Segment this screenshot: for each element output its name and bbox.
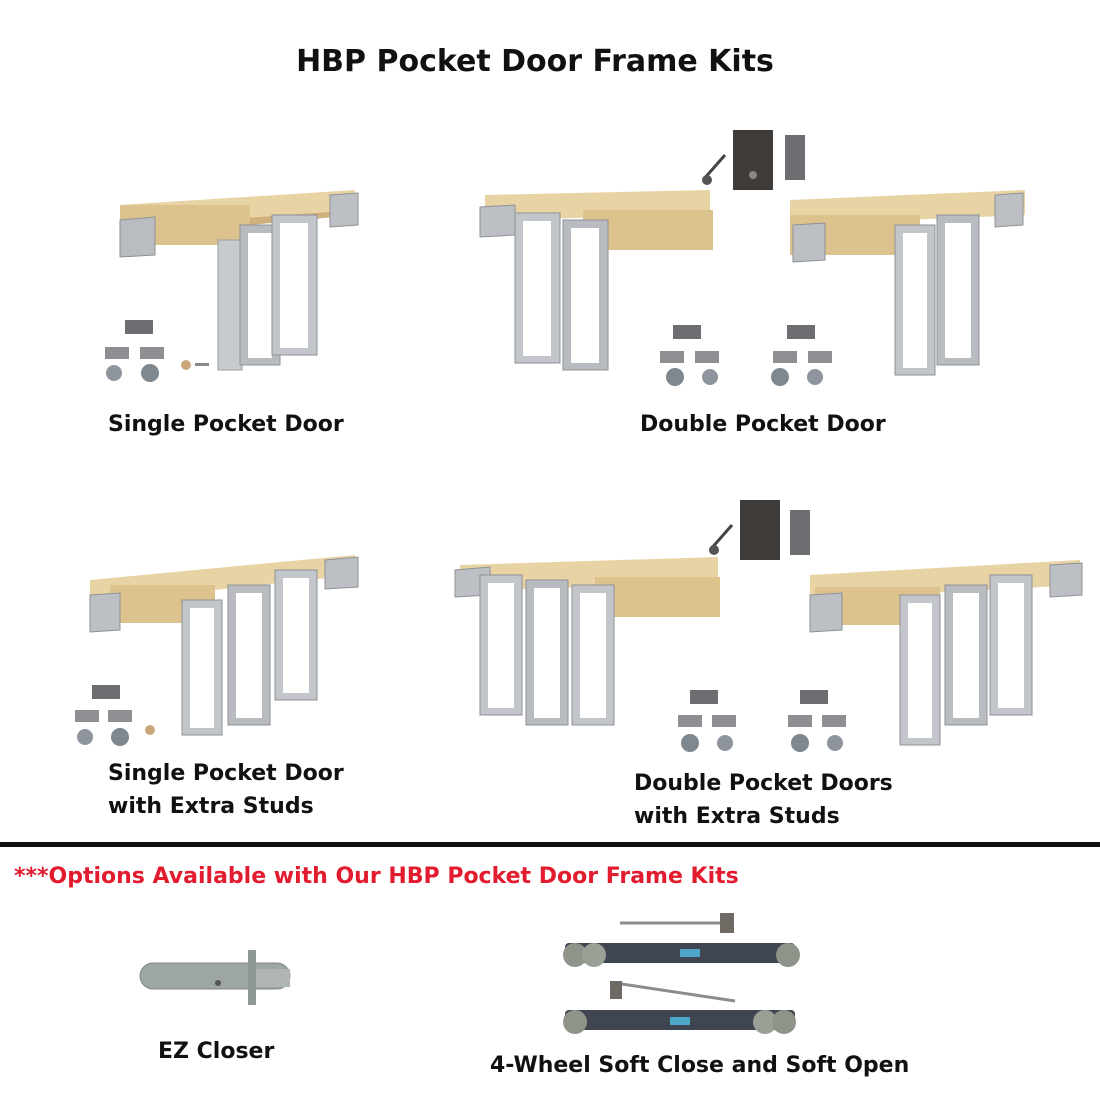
kit-caption-double: Double Pocket Door — [640, 412, 886, 437]
option-caption-soft-close: 4-Wheel Soft Close and Soft Open — [490, 1053, 910, 1078]
hardware-pack — [75, 685, 155, 746]
ez-closer-icon — [139, 950, 291, 1005]
left-frame — [454, 557, 720, 726]
soft-close-upper — [563, 913, 800, 967]
frame-assembly — [119, 190, 359, 371]
right-frame — [809, 560, 1083, 746]
center-hardware — [701, 130, 805, 190]
right-frame — [790, 190, 1025, 376]
kit-caption-double-extra: Double Pocket Doors with Extra Studs — [634, 771, 893, 829]
page-title: HBP Pocket Door Frame Kits — [296, 44, 774, 79]
single-pocket-door-image — [105, 190, 359, 382]
kit-caption-single-extra: Single Pocket Door with Extra Studs — [108, 761, 344, 819]
option-caption-ez-closer: EZ Closer — [158, 1039, 275, 1064]
hardware-pack-right — [771, 325, 832, 386]
double-pocket-door-image — [479, 130, 1025, 386]
ez-closer-image — [139, 950, 291, 1005]
hardware-pack — [105, 320, 209, 382]
center-hardware — [708, 500, 810, 560]
options-heading: ***Options Available with Our HBP Pocket… — [14, 864, 739, 889]
frame-assembly — [89, 555, 359, 736]
hardware-pack-left — [678, 690, 736, 752]
hardware-pack-right — [788, 690, 846, 752]
hardware-pack-left — [660, 325, 719, 386]
double-pocket-doors-extra-studs-image — [454, 500, 1083, 752]
soft-close-image — [563, 913, 800, 1034]
soft-close-lower — [563, 981, 796, 1034]
left-frame — [479, 190, 713, 371]
kit-caption-single: Single Pocket Door — [108, 412, 344, 437]
single-pocket-door-extra-studs-image — [75, 555, 359, 746]
section-divider — [0, 842, 1100, 847]
